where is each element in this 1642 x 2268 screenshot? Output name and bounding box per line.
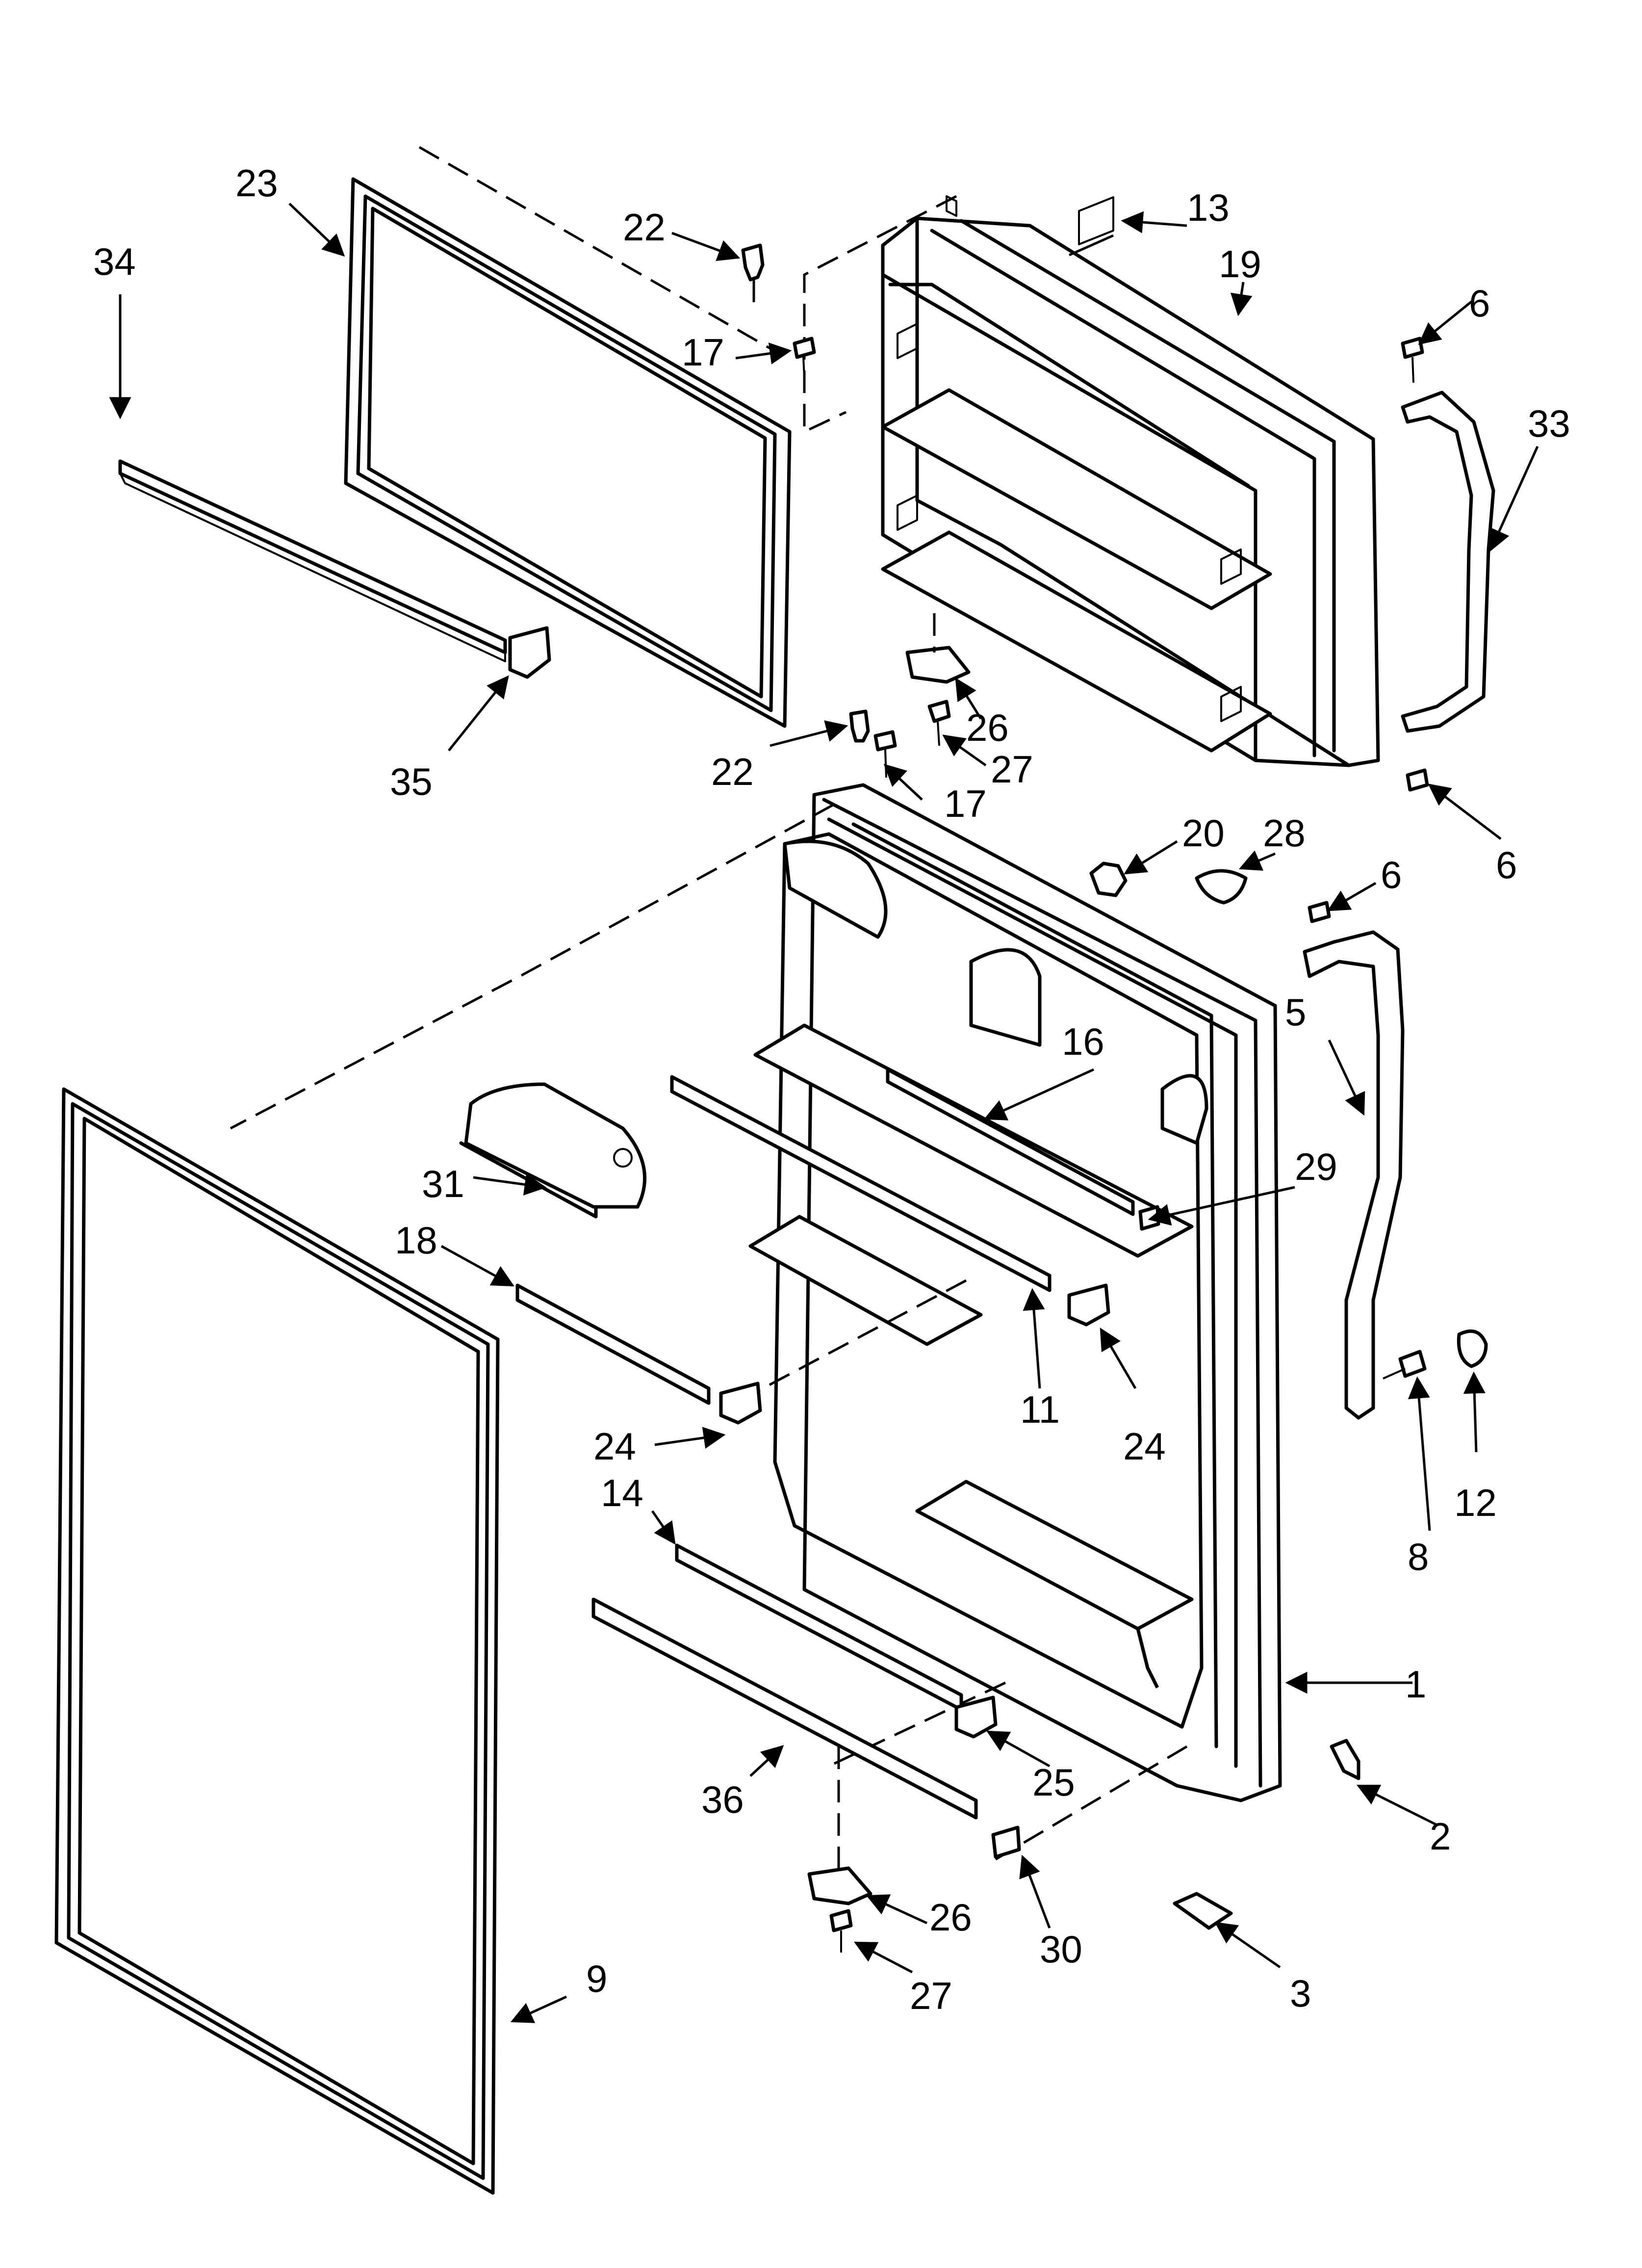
- callout-31: 31: [422, 1162, 464, 1205]
- screw-6-lower: [1406, 768, 1429, 792]
- hinge-3: [1173, 1892, 1233, 1930]
- screw-8: [1383, 1350, 1427, 1380]
- shelf-bar-36: [591, 1597, 978, 1820]
- handle-cap-12: [1457, 1329, 1488, 1368]
- callout-16: 16: [1062, 1020, 1104, 1063]
- dairy-compartment-door: [459, 1082, 647, 1219]
- callout-17-b: 17: [944, 782, 987, 825]
- callout-18: 18: [395, 1219, 437, 1262]
- callout-6-a: 6: [1469, 282, 1490, 325]
- end-cap-24-right: [1067, 1283, 1110, 1327]
- callout-8: 8: [1408, 1535, 1429, 1578]
- callout-12: 12: [1454, 1481, 1497, 1524]
- callout-2: 2: [1430, 1815, 1451, 1858]
- callout-36: 36: [701, 1778, 744, 1821]
- screw-6-fresh: [1308, 901, 1331, 923]
- callout-24-b: 24: [1123, 1425, 1166, 1468]
- screw-17-mid: [873, 730, 897, 778]
- callout-11: 11: [1020, 1388, 1060, 1431]
- end-cap-30: [991, 1825, 1021, 1859]
- leader-lines: [109, 203, 1539, 2023]
- callout-28: 28: [1263, 811, 1306, 855]
- callout-27-a: 27: [991, 748, 1033, 791]
- callout-9: 9: [586, 1957, 607, 2000]
- callout-27-b: 27: [910, 1974, 952, 2017]
- callout-17-a: 17: [682, 331, 724, 374]
- screw-17-top: [793, 337, 816, 378]
- callout-22-b: 22: [711, 750, 754, 793]
- callout-30: 30: [1040, 1928, 1082, 1971]
- hinge-2: [1330, 1739, 1360, 1780]
- fresh-food-door-assembly: [230, 783, 1282, 1861]
- callout-35: 35: [390, 760, 433, 803]
- freezer-shelf-trim-strip: [118, 459, 507, 662]
- shelf-bar-18: [515, 1283, 711, 1405]
- label-decal: [1068, 196, 1114, 257]
- callout-5: 5: [1285, 991, 1306, 1034]
- freezer-door-handle: [1401, 391, 1495, 733]
- fresh-food-door-gasket: [54, 1087, 500, 2195]
- hinge-pin-22-top: [741, 243, 765, 309]
- callout-26-b: 26: [929, 1896, 972, 1939]
- fresh-food-door-handle: [1303, 930, 1405, 1420]
- shelf-bar-14: [675, 1543, 963, 1712]
- shelf-bar-16: [886, 1068, 1135, 1216]
- callout-25: 25: [1032, 1761, 1075, 1804]
- callout-26-a: 26: [966, 706, 1009, 749]
- freezer-door-assembly: [803, 195, 1380, 767]
- callout-14: 14: [601, 1471, 643, 1514]
- callout-22-a: 22: [623, 206, 666, 249]
- trim-end-cap: [508, 626, 551, 679]
- shelf-bar-11: [670, 1075, 1052, 1292]
- plug-button-28: [1195, 869, 1248, 905]
- hinge-bracket-26-bottom: [807, 1747, 872, 1905]
- hinge-pin-22-mid: [849, 709, 870, 743]
- callout-1: 1: [1405, 1663, 1426, 1706]
- callout-13: 13: [1187, 186, 1230, 229]
- callout-labels: 1 2 3 5 6 6 6 8 9 11 12 13 14 16 17 17 1…: [93, 161, 1570, 2017]
- callout-34: 34: [93, 240, 136, 283]
- callout-3: 3: [1290, 1972, 1311, 2015]
- freezer-door-gasket: [344, 146, 792, 728]
- end-cap-25: [954, 1695, 998, 1739]
- callout-33: 33: [1528, 402, 1570, 445]
- callout-20: 20: [1182, 811, 1225, 855]
- callout-29: 29: [1295, 1145, 1337, 1188]
- callout-19: 19: [1219, 242, 1261, 286]
- callout-6-c: 6: [1381, 853, 1402, 896]
- callout-24-a: 24: [593, 1425, 636, 1468]
- end-cap-24-left: [719, 1382, 762, 1425]
- screw-27-bottom: [829, 1909, 853, 1953]
- plug-button-20: [1089, 861, 1128, 897]
- callout-6-b: 6: [1496, 843, 1517, 886]
- screw-27-top: [927, 700, 951, 746]
- hinge-bracket-26-top: [905, 613, 971, 684]
- callout-23: 23: [235, 161, 278, 205]
- screw-6-top: [1401, 337, 1424, 383]
